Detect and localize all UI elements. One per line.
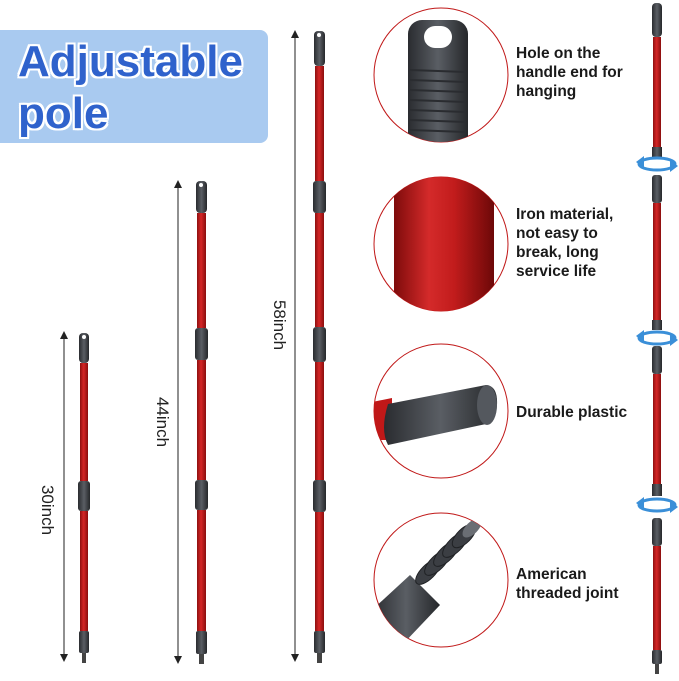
- feature-threaded-joint: American threaded joint: [516, 566, 619, 602]
- feature-durable-plastic: Durable plastic: [516, 404, 628, 421]
- feature-iron-material: Iron material, not easy to break, long s…: [516, 206, 614, 280]
- disassembled-pole: [652, 3, 662, 674]
- title-line-2: pole: [18, 89, 109, 138]
- iron-tube-closeup: [373, 176, 509, 312]
- pole-58inch: [291, 30, 326, 663]
- hanging-hole-closeup: [373, 7, 509, 143]
- threaded-joint-closeup: [373, 512, 509, 648]
- feature-hanging-hole: Hole on the handle end for hanging: [516, 45, 623, 100]
- pole-58-length-label: 58inch: [270, 299, 290, 351]
- rotate-arrowheads: [636, 156, 678, 513]
- title-line-1: Adjustable: [18, 37, 243, 86]
- pole-30-length-label: 30inch: [38, 484, 58, 536]
- pole-44inch: [174, 180, 208, 664]
- pole-30inch: [60, 331, 90, 663]
- pole-44-length-label: 44inch: [153, 396, 173, 448]
- product-title: Adjustable pole: [18, 36, 243, 140]
- title-panel: Adjustable pole: [0, 30, 268, 143]
- plastic-grip-closeup: [373, 343, 509, 479]
